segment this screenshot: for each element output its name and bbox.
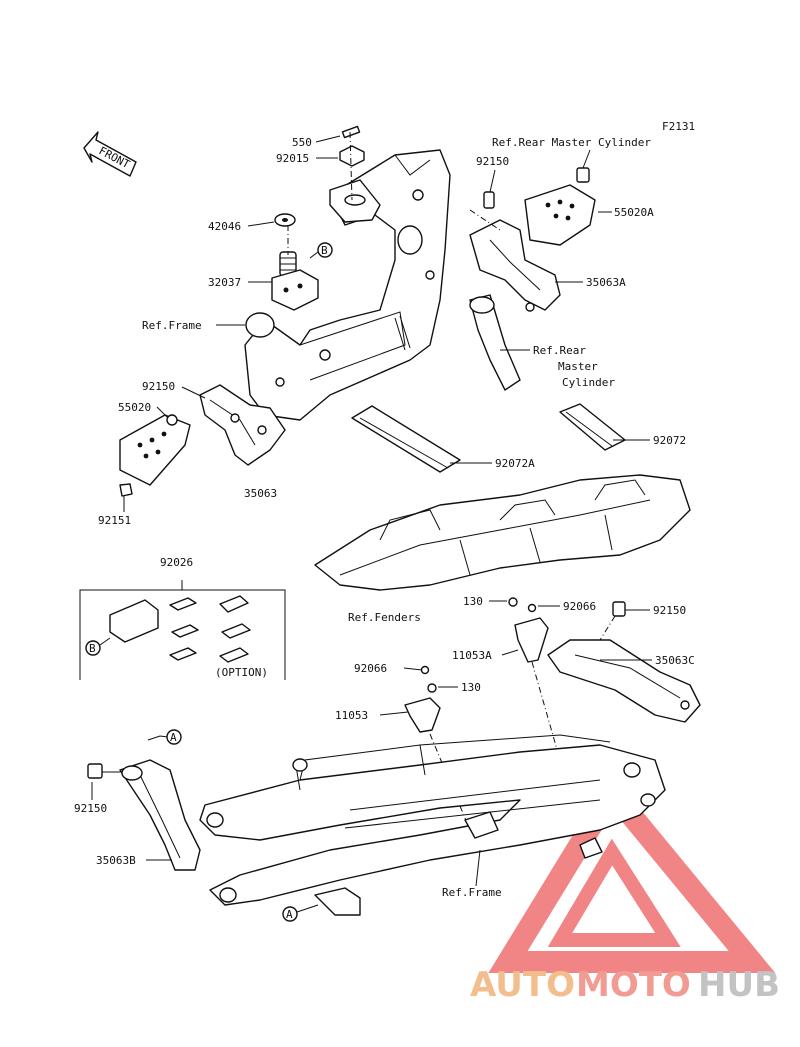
label-92026: 92026	[160, 556, 193, 569]
label-ref-frame-bottom: Ref.Frame	[442, 886, 502, 899]
label-35063A: 35063A	[586, 276, 626, 289]
marker-a-bottom: A	[282, 904, 319, 922]
label-ref-rear-line2: Master	[558, 360, 598, 373]
rear-subframe	[199, 734, 666, 916]
marker-b-top-label: B	[321, 244, 328, 257]
label-92015: 92015	[276, 152, 309, 165]
label-130-upper: 130	[463, 595, 483, 608]
label-11053A: 11053A	[452, 649, 492, 662]
label-55020A: 55020A	[614, 206, 654, 219]
watermark-triangle-inner	[547, 838, 681, 947]
label-92150-mid-right: 92150	[653, 604, 686, 617]
label-32037: 32037	[208, 276, 241, 289]
label-92072A: 92072A	[495, 457, 535, 470]
label-ref-rear-master-cylinder-top: Ref.Rear Master Cylinder	[492, 136, 651, 149]
label-ref-rear-line3: Cylinder	[562, 376, 615, 389]
front-arrow-icon: FRONT	[83, 131, 137, 177]
fender-straps	[351, 403, 626, 473]
label-option: (OPTION)	[215, 666, 268, 679]
option-kit-92026: B	[79, 580, 286, 680]
marker-b-option-label: B	[89, 642, 96, 655]
label-35063: 35063	[244, 487, 277, 500]
rear-footpeg-bracket-right	[547, 601, 701, 723]
marker-a-top: A	[147, 729, 182, 745]
left-footpeg-bracket	[119, 384, 286, 497]
label-92150-top-right: 92150	[476, 155, 509, 168]
fender-brackets	[404, 597, 561, 831]
label-92150-bottom-left: 92150	[74, 802, 107, 815]
rear-footpeg-bracket-left	[87, 759, 201, 871]
label-35063C: 35063C	[655, 654, 695, 667]
marker-a-top-label: A	[170, 731, 177, 744]
watermark-logo: AUTO MOTO HUB	[470, 773, 780, 1005]
marker-a-bottom-label: A	[286, 908, 293, 921]
label-130-lower: 130	[461, 681, 481, 694]
leader-lines	[91, 135, 652, 887]
right-footpeg-bracket	[469, 167, 596, 391]
label-42046: 42046	[208, 220, 241, 233]
label-92072: 92072	[653, 434, 686, 447]
marker-b-top: B	[309, 242, 333, 259]
watermark-text-hub: HUB	[698, 965, 780, 1005]
watermark-text-moto: MOTO	[576, 965, 691, 1005]
part-labels: 550 92015 42046 32037 Ref.Frame 92150 55…	[74, 136, 695, 899]
label-92066-lower: 92066	[354, 662, 387, 675]
label-92151: 92151	[98, 514, 131, 527]
label-92066-upper: 92066	[563, 600, 596, 613]
watermark-text-auto: AUTO	[470, 965, 575, 1005]
label-92150-left: 92150	[142, 380, 175, 393]
label-ref-frame-top: Ref.Frame	[142, 319, 202, 332]
label-550: 550	[292, 136, 312, 149]
upper-frame-section	[244, 149, 451, 421]
figure-code: F2131	[662, 120, 695, 133]
label-ref-rear-line1: Ref.Rear	[533, 344, 586, 357]
label-11053: 11053	[335, 709, 368, 722]
label-ref-fenders: Ref.Fenders	[348, 611, 421, 624]
pivot-hardware	[271, 125, 365, 311]
label-55020: 55020	[118, 401, 151, 414]
watermark-triangle	[488, 773, 776, 973]
label-35063B: 35063B	[96, 854, 136, 867]
rear-fender	[314, 474, 691, 591]
